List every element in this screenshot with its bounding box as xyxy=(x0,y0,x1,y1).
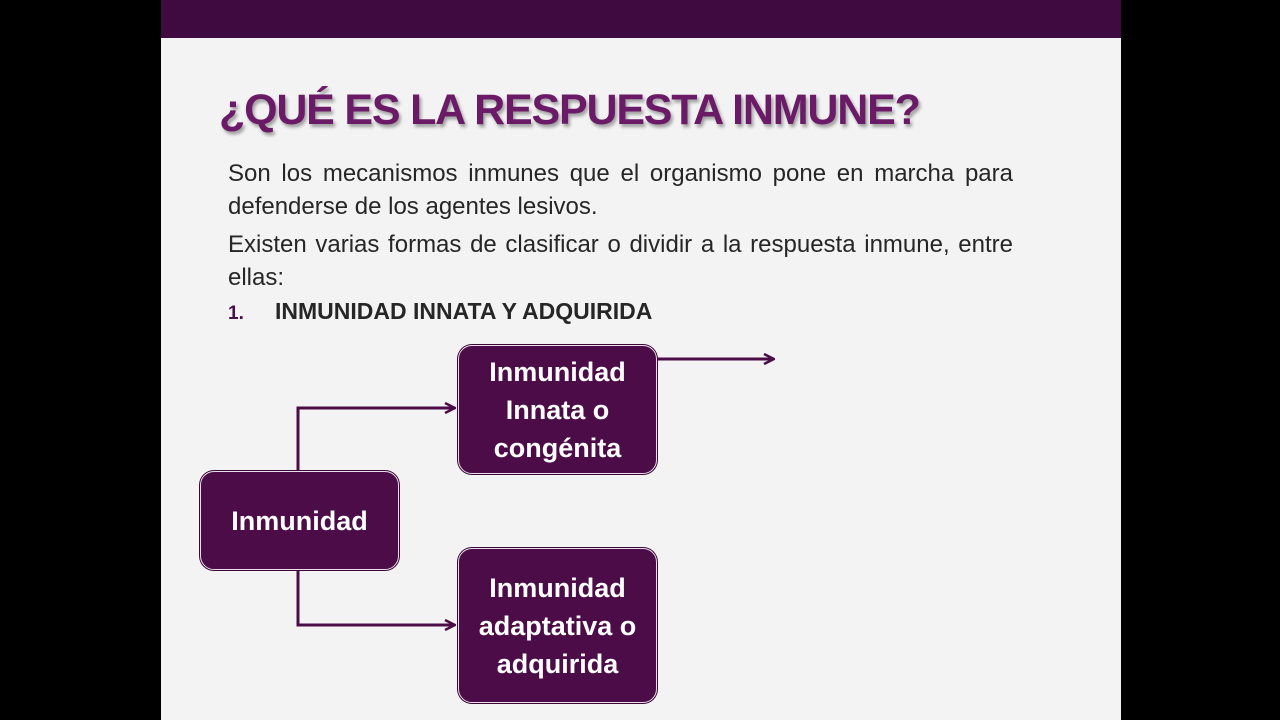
connector-to-adaptive xyxy=(296,568,455,625)
list-item: 1. INMUNIDAD INNATA Y ADQUIRIDA xyxy=(228,298,928,325)
connector-to-innate xyxy=(296,408,455,471)
node-adaptive-immunity-label: Inmunidad adaptativa o adquirida xyxy=(478,572,637,679)
paragraph-classification: Existen varias formas de clasificar o di… xyxy=(228,231,1013,291)
slide: ¿QUÉ ES LA RESPUESTA INMUNE? Son los mec… xyxy=(161,0,1121,720)
node-innate-immunity-label: Inmunidad Innata o congénita xyxy=(489,356,626,463)
node-inmunidad-label: Inmunidad xyxy=(231,505,368,536)
list-number: 1. xyxy=(228,303,244,324)
paragraph-definition: Son los mecanismos inmunes que el organi… xyxy=(228,160,1013,220)
node-inmunidad: Inmunidad xyxy=(200,471,399,570)
top-bar xyxy=(161,0,1121,38)
slide-title: ¿QUÉ ES LA RESPUESTA INMUNE? xyxy=(219,86,921,134)
list-text: INMUNIDAD INNATA Y ADQUIRIDA xyxy=(275,298,653,324)
node-innate-immunity: Inmunidad Innata o congénita xyxy=(458,345,657,474)
diagram-connectors xyxy=(296,0,1121,720)
node-adaptive-immunity: Inmunidad adaptativa o adquirida xyxy=(458,548,657,703)
